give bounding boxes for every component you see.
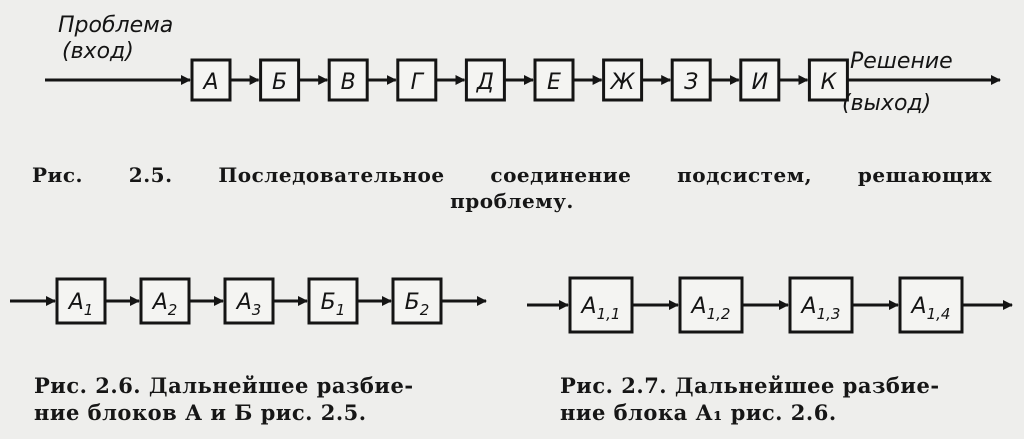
fig6-block-label: Б1	[321, 290, 346, 319]
fig7-caption-line1: Рис. 2.7. Дальнейшее разбие-	[560, 373, 940, 398]
fig5-block-label: Б	[272, 70, 287, 95]
fig6-block	[307, 277, 359, 325]
fig7-block-subscript: 1,2	[707, 305, 731, 323]
fig6-block-subscript: 2	[420, 301, 430, 319]
fig5-input-label-line2: (вход)	[62, 39, 134, 64]
fig6-block-subscript: 1	[84, 301, 94, 319]
fig5-caption-word: 2.5.	[128, 163, 173, 187]
fig5-block-label: Д	[476, 70, 494, 95]
fig5-output-label-line2: (выход)	[842, 91, 931, 116]
fig5-block	[602, 58, 644, 102]
fig6-block-subscript: 1	[336, 301, 346, 319]
fig5-block-label: Г	[411, 70, 425, 95]
fig5-diagram: Проблема (вход) Решение (выход) А Б В Г Д Е Ж З…	[45, 13, 1001, 116]
fig5-caption-word: решающих	[857, 163, 992, 187]
fig7-caption-line2: ние блока А₁ рис. 2.6.	[560, 400, 837, 425]
fig5-block	[533, 58, 575, 102]
fig6-caption-line1: Рис. 2.6. Дальнейшее разбие-	[34, 373, 414, 398]
fig6-block-subscript: 2	[168, 301, 178, 319]
fig6-caption-line2: ние блоков А и Б рис. 2.5.	[34, 400, 367, 425]
fig5-block-label: Ж	[609, 70, 636, 95]
fig5-block-label: К	[821, 70, 838, 95]
fig6-caption: Рис. 2.6. Дальнейшее разбие- ние блоков …	[34, 372, 484, 426]
fig5-caption-line1: Рис. 2.5. Последовательное соединение по…	[32, 162, 992, 188]
fig7-caption: Рис. 2.7. Дальнейшее разбие- ние блока А…	[560, 372, 1010, 426]
fig7-block-subscript: 1,4	[927, 305, 951, 323]
fig5-block	[259, 58, 301, 102]
fig5-block-label: З	[684, 70, 698, 95]
fig5-block-label: В	[341, 70, 356, 95]
fig5-block-label: Е	[547, 70, 561, 95]
fig5-block-label: А	[201, 70, 218, 95]
fig7-block-label: A1,1	[580, 294, 621, 323]
fig5-caption-word: Рис.	[32, 163, 84, 187]
fig6-block	[139, 277, 191, 325]
fig5-caption-word: подсистем,	[677, 163, 813, 187]
fig5-output-label-line1: Решение	[850, 49, 953, 74]
fig5-caption-line2: проблему.	[450, 189, 574, 213]
fig5-block-label: И	[752, 70, 768, 95]
fig5-block	[739, 58, 781, 102]
fig7-block-subscript: 1,3	[817, 305, 841, 323]
fig7-block-subscript: 1,1	[597, 305, 621, 323]
fig5-caption-word: Последовательное	[218, 163, 445, 187]
fig6-block-subscript: 3	[252, 301, 262, 319]
fig7-block	[568, 276, 634, 334]
fig5-caption: Рис. 2.5. Последовательное соединение по…	[32, 162, 992, 214]
fig5-input-label-line1: Проблема	[58, 13, 173, 38]
fig5-caption-word: соединение	[490, 163, 632, 187]
